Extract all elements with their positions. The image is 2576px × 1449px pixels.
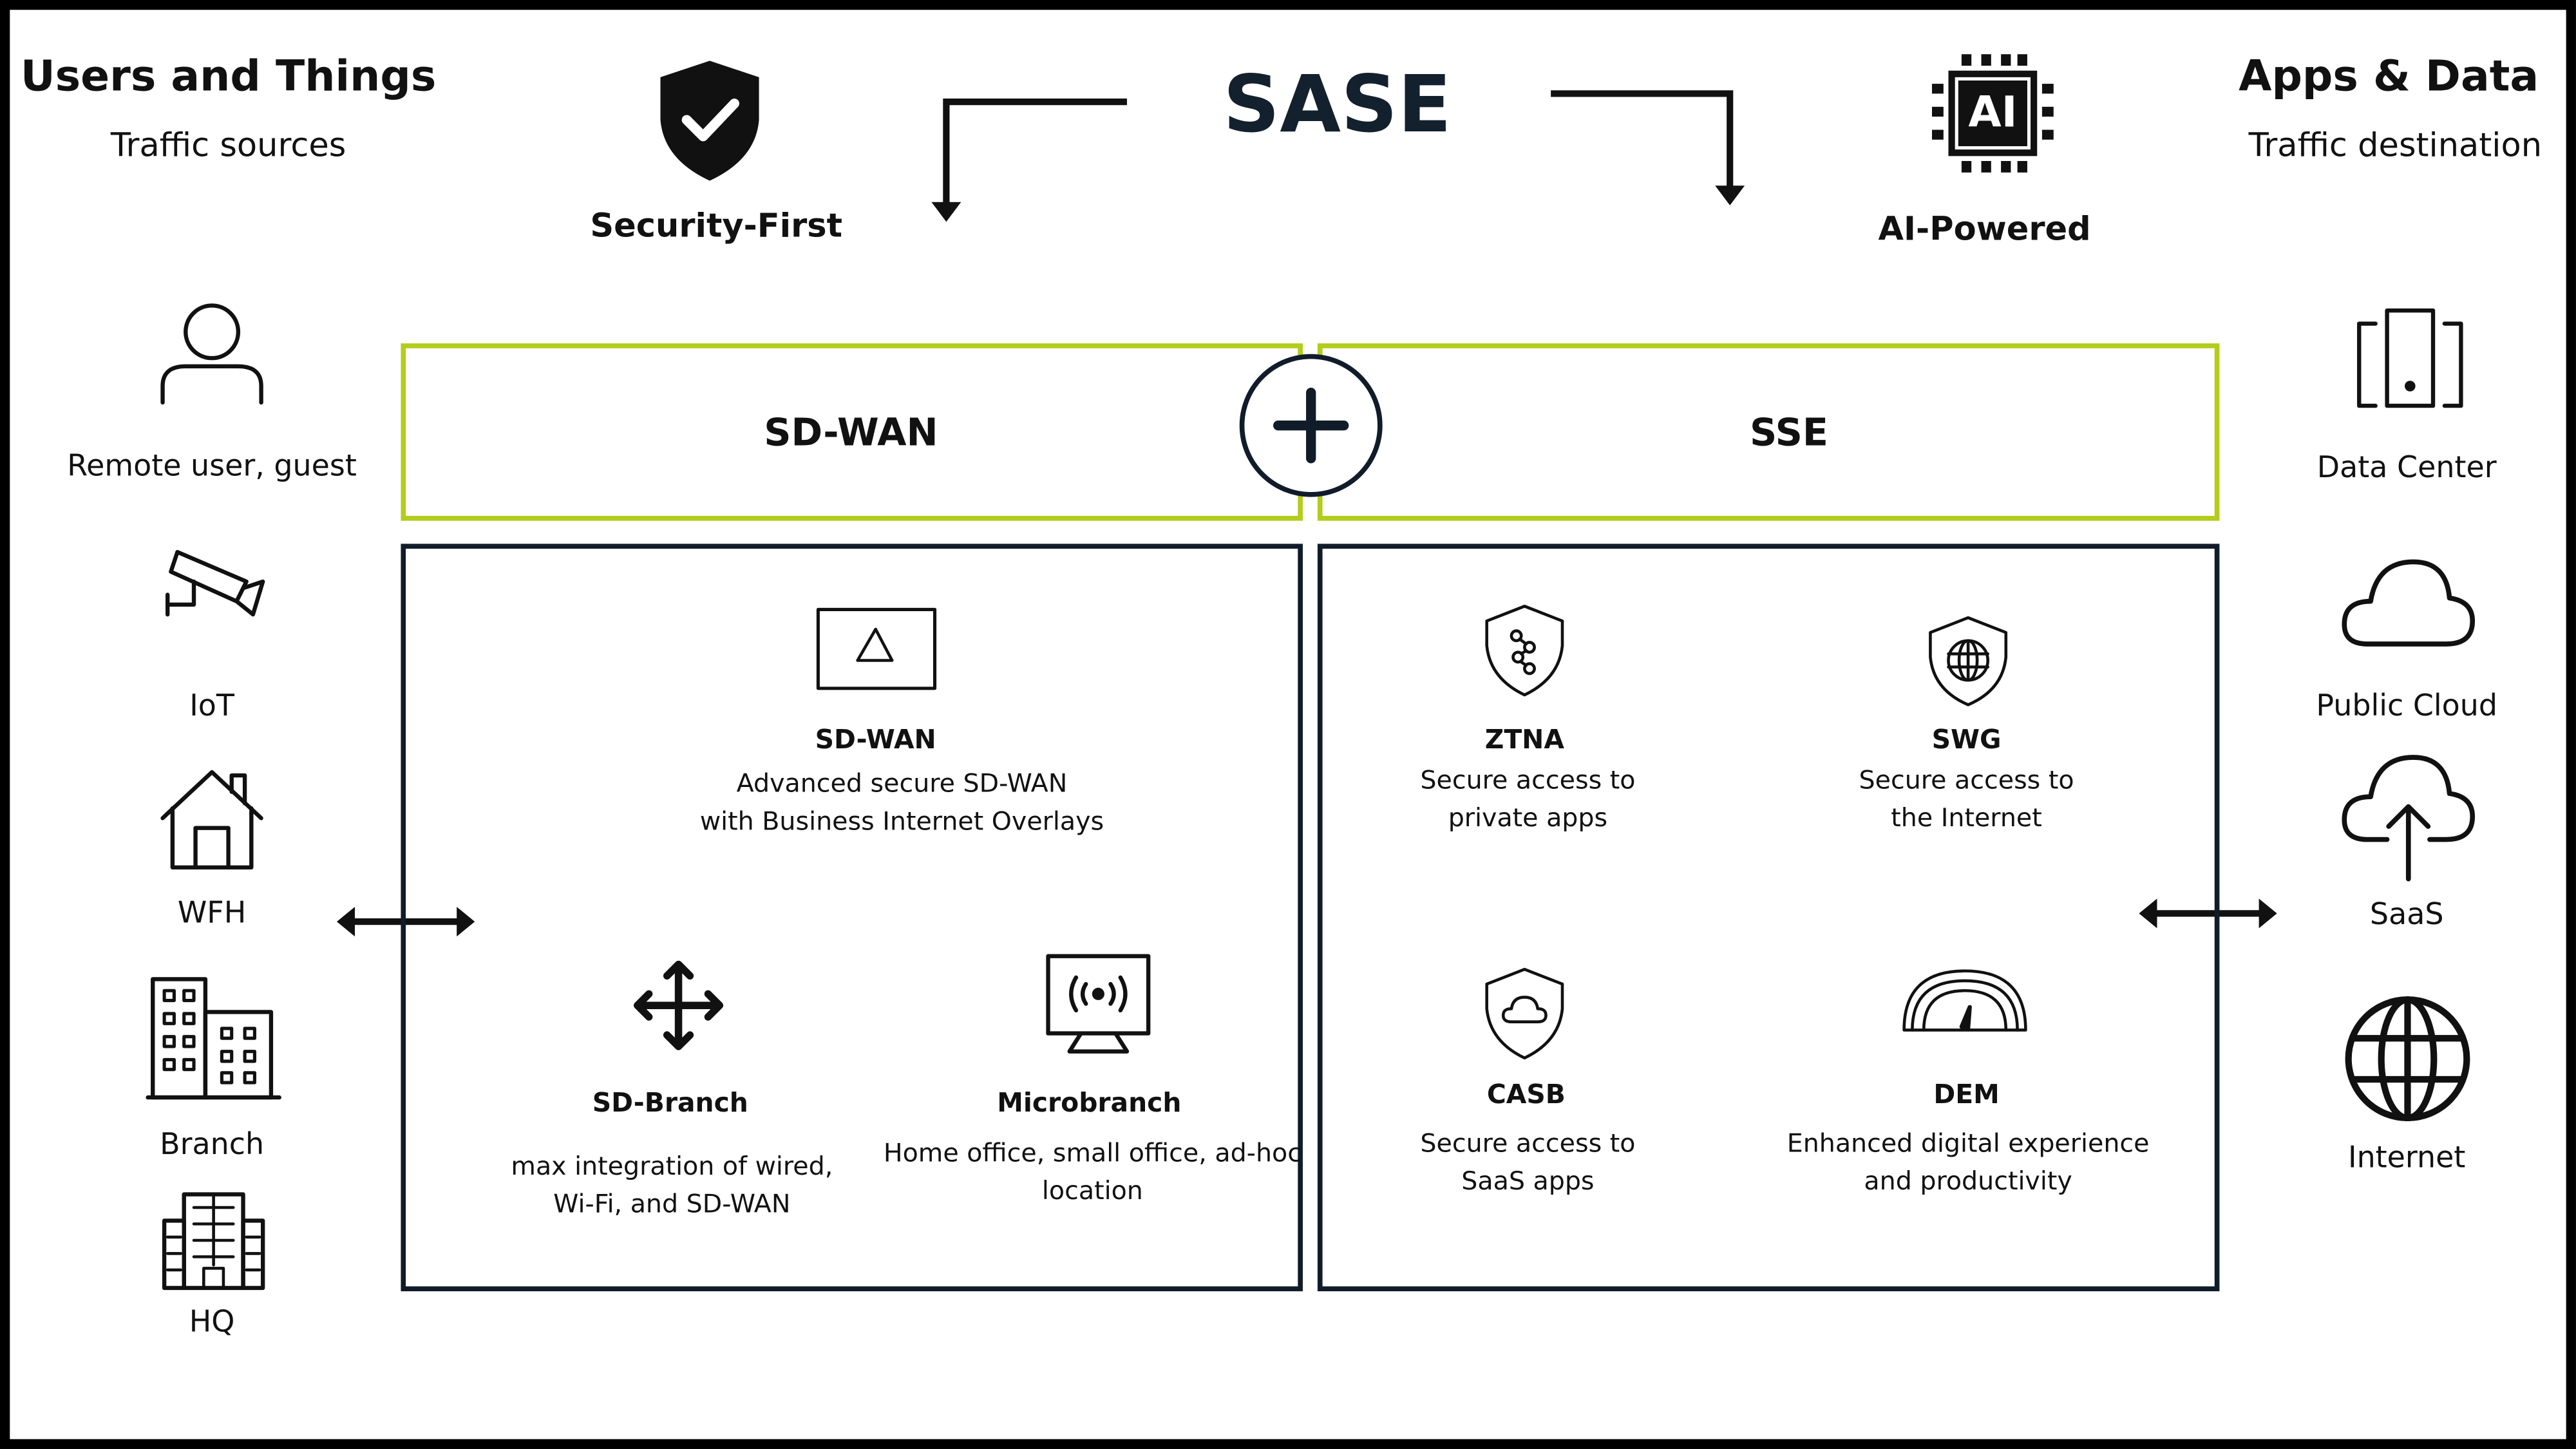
shield-cloud-icon <box>1485 967 1564 1060</box>
swg-desc: Secure access to the Internet <box>1859 762 2074 838</box>
gauge-icon <box>1902 969 2027 1032</box>
sdbranch-desc: max integration of wired, Wi-Fi, and SD-W… <box>511 1148 833 1224</box>
destination-label-internet: Internet <box>2348 1141 2466 1176</box>
traffic-sources-subtitle: Traffic sources <box>110 124 346 165</box>
casb-desc-line1: Secure access to <box>1420 1128 1636 1159</box>
sdwan-header-label: SD-WAN <box>764 412 938 455</box>
casb-desc: Secure access to SaaS apps <box>1420 1125 1635 1200</box>
ai-chip-icon <box>1931 54 2054 173</box>
office-icon <box>162 1192 265 1291</box>
destination-label-data-center: Data Center <box>2316 451 2497 486</box>
source-label-wfh: WFH <box>177 896 247 931</box>
sse-components-box <box>1317 544 2220 1292</box>
swg-desc-line1: Secure access to <box>1859 765 2074 795</box>
arrow-down-left-icon <box>931 99 1127 222</box>
ztna-desc: Secure access to private apps <box>1420 762 1635 838</box>
apps-and-data-title: Apps & Data <box>2239 52 2539 102</box>
cloud-icon <box>2342 559 2476 647</box>
camera-icon <box>166 549 265 617</box>
move-arrows-icon <box>634 960 724 1050</box>
shield-globe-icon <box>1929 616 2008 706</box>
shield-network-icon <box>1485 605 1564 697</box>
bidirectional-arrow-right-icon <box>2139 898 2277 929</box>
cloud-upload-icon <box>2342 755 2476 882</box>
arrow-down-right-icon <box>1551 90 1745 205</box>
dem-desc-line2: and productivity <box>1864 1166 2072 1197</box>
sdwan-item-desc-line2: with Business Internet Overlays <box>699 806 1104 837</box>
ai-chip-text: AI <box>1968 88 2018 138</box>
sse-header-label: SSE <box>1750 412 1829 455</box>
security-first-label: Security-First <box>590 205 843 245</box>
sdwan-components-box <box>401 544 1303 1292</box>
bidirectional-arrow-left-icon <box>336 907 475 937</box>
server-icon <box>2357 308 2463 408</box>
dem-desc: Enhanced digital experience and productiv… <box>1787 1125 2150 1200</box>
ztna-title: ZTNA <box>1484 723 1564 755</box>
sdwan-appliance-icon <box>816 607 937 690</box>
sase-title: SASE <box>1223 59 1452 151</box>
casb-desc-line2: SaaS apps <box>1461 1166 1595 1197</box>
sdbranch-title: SD-Branch <box>592 1086 748 1118</box>
microbranch-desc-line2: location <box>1041 1176 1143 1206</box>
house-icon <box>160 770 263 870</box>
dem-desc-line1: Enhanced digital experience <box>1786 1128 2150 1159</box>
sdbranch-desc-line2: Wi-Fi, and SD-WAN <box>553 1189 791 1219</box>
source-label-branch: Branch <box>160 1128 265 1162</box>
destination-label-public-cloud: Public Cloud <box>2316 689 2498 724</box>
traffic-destination-subtitle: Traffic destination <box>2248 124 2543 165</box>
ztna-desc-line2: private apps <box>1448 803 1608 833</box>
sdwan-item-desc-line1: Advanced secure SD-WAN <box>736 768 1068 799</box>
microbranch-desc: Home office, small office, ad-hoc locatio… <box>884 1135 1302 1211</box>
sdwan-item-title: SD-WAN <box>815 723 936 755</box>
microbranch-desc-line1: Home office, small office, ad-hoc <box>883 1138 1302 1168</box>
swg-title: SWG <box>1931 723 2002 755</box>
shield-check-icon <box>660 61 759 181</box>
casb-title: CASB <box>1486 1078 1566 1110</box>
sdwan-item-desc: Advanced secure SD-WAN with Business Inte… <box>700 766 1104 841</box>
microbranch-title: Microbranch <box>997 1086 1182 1118</box>
wireless-ap-icon <box>1046 954 1151 1054</box>
plus-circle-icon <box>1239 354 1383 497</box>
dem-title: DEM <box>1933 1078 2000 1110</box>
source-label-remote-user: Remote user, guest <box>67 449 357 484</box>
user-icon <box>160 303 263 405</box>
sdbranch-desc-line1: max integration of wired, <box>511 1151 833 1182</box>
building-icon <box>146 977 281 1100</box>
globe-icon <box>2345 996 2470 1122</box>
source-label-hq: HQ <box>189 1305 235 1340</box>
swg-desc-line2: the Internet <box>1891 803 2042 833</box>
source-label-iot: IoT <box>189 689 234 724</box>
destination-label-saas: SaaS <box>2369 898 2444 933</box>
ai-powered-label: AI-Powered <box>1878 208 2091 249</box>
users-and-things-title: Users and Things <box>20 52 437 102</box>
ztna-desc-line1: Secure access to <box>1420 765 1636 795</box>
